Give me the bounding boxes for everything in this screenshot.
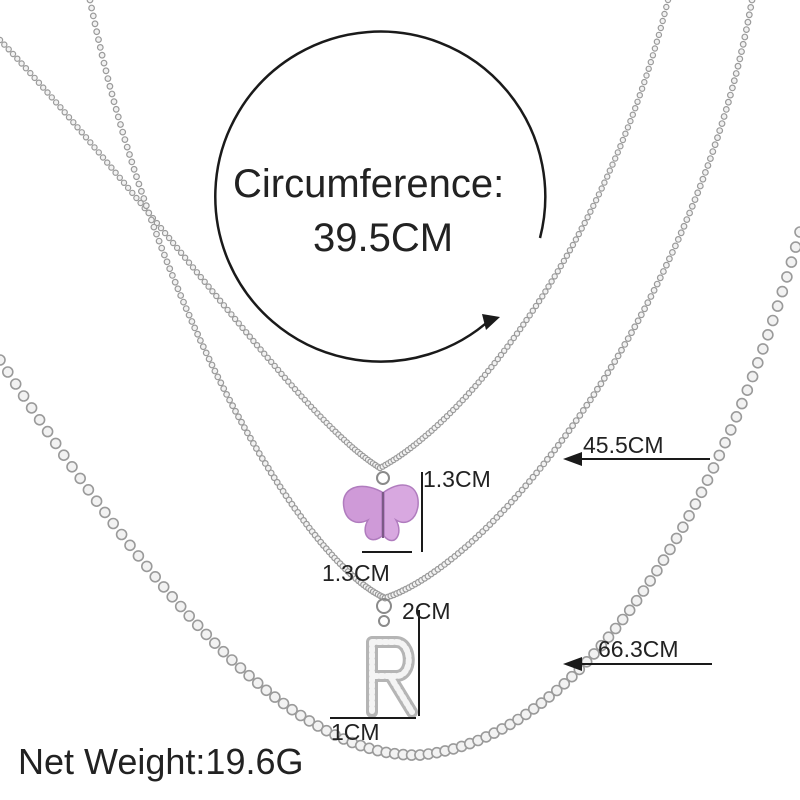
letter-pendant [366,598,418,718]
outer-chain [0,226,800,761]
dimension-lines [330,472,423,719]
arrow-left-icon [563,657,582,671]
outer-chain-length-label: 66.3CM [598,636,679,662]
butterfly-height-label: 1.3CM [423,466,491,492]
middle-chain-length-label: 45.5CM [583,432,664,458]
butterfly-pendant [342,471,419,542]
circumference-value: 39.5CM [313,216,454,260]
butterfly-width-label: 1.3CM [322,560,390,586]
letter-width-label: 1CM [331,719,380,745]
arrow-head-icon [482,314,500,330]
length-arrow-outer [563,657,712,671]
arrow-left-icon [563,452,582,466]
circumference-title: Circumference: [233,162,505,206]
middle-chain [86,0,756,602]
chains-layer [0,0,800,761]
inner-chain [0,0,672,472]
length-arrow-middle [563,452,710,466]
circumference-circle [214,30,547,363]
letter-height-label: 2CM [402,598,451,624]
net-weight-label: Net Weight:19.6G [18,741,304,782]
